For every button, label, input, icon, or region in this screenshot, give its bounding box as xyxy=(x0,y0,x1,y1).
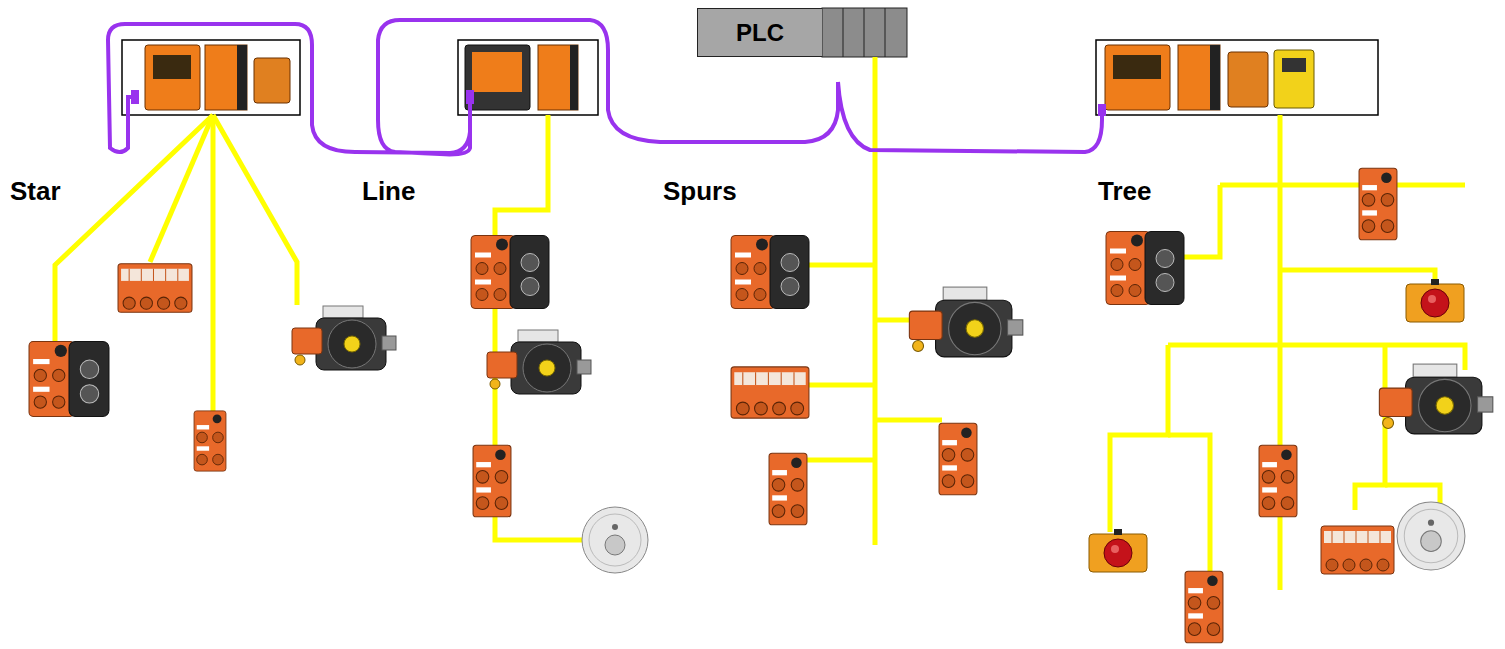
plc-slots-part xyxy=(843,8,844,57)
asi-cable-part xyxy=(150,115,213,262)
asi-cable-part xyxy=(1220,183,1465,188)
field-device-part xyxy=(292,306,396,370)
bus-connector xyxy=(131,90,1106,116)
gateway-housing-part xyxy=(1105,45,1170,110)
topology-label: Spurs xyxy=(663,176,737,207)
asi-cable-part xyxy=(875,418,942,423)
field-device-part xyxy=(473,445,511,517)
gateway-housing-part xyxy=(1113,55,1161,79)
field-device-part xyxy=(471,236,549,309)
gateway-housing-part xyxy=(205,45,247,110)
gateway-housing-part xyxy=(1178,45,1220,110)
gateway-housing-part xyxy=(1096,40,1378,115)
plc-slots-part xyxy=(885,8,886,57)
gateway-housing-part xyxy=(465,45,530,110)
field-device-part xyxy=(1406,279,1464,322)
gateway-housing-part xyxy=(1274,50,1314,108)
field-device-part xyxy=(1397,502,1465,570)
field-device-part xyxy=(731,236,809,309)
bus-connector-part xyxy=(131,90,139,104)
gateway-housing-part xyxy=(1228,52,1268,107)
gateway-housing-part xyxy=(472,52,522,92)
gateway-housing-part xyxy=(1210,45,1220,110)
field-device-part xyxy=(487,330,591,394)
field-device-part xyxy=(1379,364,1492,434)
bus-connector-part xyxy=(1098,104,1106,116)
gateway-housing-part xyxy=(145,45,200,110)
field-device-part xyxy=(1359,168,1397,240)
asi-cable-part xyxy=(1280,270,1435,282)
gateway-housing-part xyxy=(254,58,290,103)
plc-slots-part xyxy=(864,8,865,57)
topology-label: Star xyxy=(10,176,61,207)
asi-cable-part xyxy=(1110,345,1168,532)
gateway-housing-part xyxy=(237,45,247,110)
bus-cable xyxy=(108,20,1102,154)
gateway-housing-part xyxy=(538,45,578,110)
field-device-part xyxy=(1089,529,1147,572)
field-device-part xyxy=(118,264,192,313)
field-device-part xyxy=(731,367,809,418)
field-device-part xyxy=(1259,445,1297,517)
gateway-housing xyxy=(458,40,598,115)
topology-label: Tree xyxy=(1098,176,1152,207)
asi-cable-part xyxy=(1180,185,1220,257)
asi-cable-part xyxy=(1355,345,1385,510)
asi-cable-part xyxy=(1168,435,1210,590)
gateway-housing-part xyxy=(1282,58,1306,72)
asi-cable-part xyxy=(213,115,297,305)
plc-box: PLC xyxy=(697,8,822,57)
node-label: PLC xyxy=(736,19,784,47)
field-device-part xyxy=(1106,232,1184,305)
asi-cable-part xyxy=(211,115,216,412)
field-device-part xyxy=(909,287,1022,357)
gateway-housing-part xyxy=(122,40,300,115)
plc-slots-part xyxy=(822,8,907,57)
gateway-housing-part xyxy=(570,45,578,110)
asi-cable-part xyxy=(55,115,213,345)
field-device-part xyxy=(29,342,109,417)
field-device-part xyxy=(1321,526,1394,574)
gateway-housing xyxy=(1096,40,1378,115)
gateway-housing-part xyxy=(153,55,191,79)
asi-cable-part xyxy=(873,57,878,545)
asi-cable xyxy=(55,57,1465,590)
asi-cable-part xyxy=(805,383,875,388)
gateway-housing-part xyxy=(458,40,598,115)
field-device-part xyxy=(582,507,648,573)
field-device xyxy=(29,168,1493,643)
field-device-part xyxy=(939,423,977,495)
topology-label: Line xyxy=(362,176,415,207)
field-device-part xyxy=(194,411,226,471)
gateway-housing xyxy=(122,40,300,115)
field-device-part xyxy=(769,453,807,525)
bus-connector-part xyxy=(466,90,474,104)
plc-slots xyxy=(822,8,907,57)
asi-cable-part xyxy=(808,263,875,268)
field-device-part xyxy=(1185,571,1223,643)
asi-cable-part xyxy=(805,458,875,463)
